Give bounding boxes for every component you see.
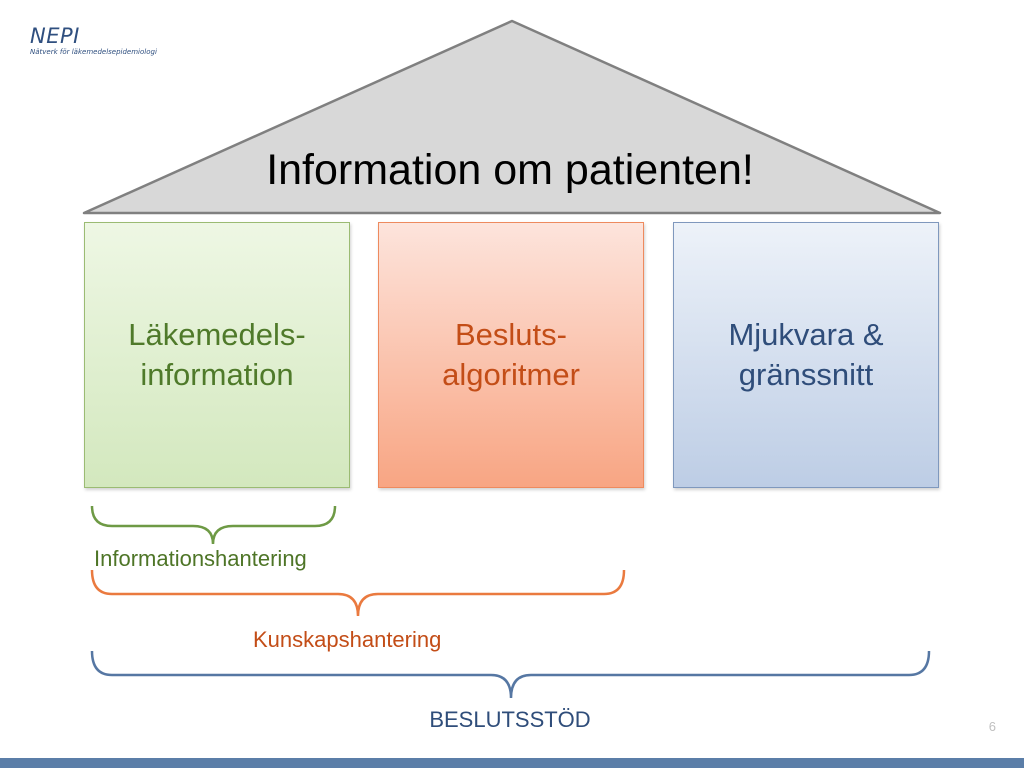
nepi-logo: NEPI Nätverk för läkemedelsepidemiologi (30, 24, 157, 57)
pillar-lakemedelsinformation: Läkemedels- information (84, 222, 350, 488)
pillar-label: Mjukvara & gränssnitt (728, 317, 884, 392)
label-informationshantering: Informationshantering (94, 546, 307, 571)
label-kunskapshantering: Kunskapshantering (253, 627, 442, 652)
logo-name: NEPI (30, 24, 80, 48)
pillar-beslutsalgoritmer: Besluts- algoritmer (378, 222, 644, 488)
brace-kunskapshantering (90, 569, 626, 617)
pillar-label: Besluts- algoritmer (442, 317, 580, 392)
roof-triangle (82, 19, 942, 215)
brace-informationshantering (90, 505, 337, 545)
pillar-mjukvara-gransnitt: Mjukvara & gränssnitt (673, 222, 939, 488)
logo-tagline: Nätverk för läkemedelsepidemiologi (30, 48, 157, 56)
roof-title: Information om patienten! (266, 146, 754, 194)
pillar-label: Läkemedels- information (128, 317, 306, 392)
footer-bar (0, 758, 1024, 768)
label-beslutsstod: BESLUTSSTÖD (429, 707, 591, 732)
page-number: 6 (988, 719, 996, 734)
brace-beslutsstod (90, 650, 931, 699)
